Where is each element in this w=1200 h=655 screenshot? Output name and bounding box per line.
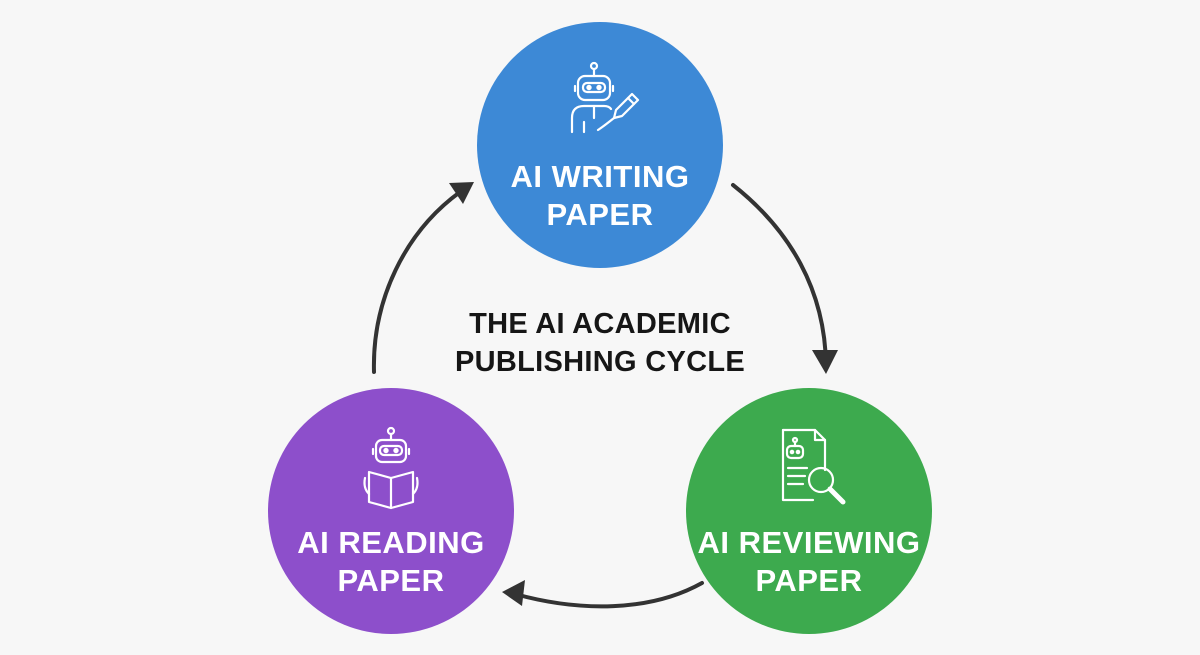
arrow-reading-to-writing [371,190,462,374]
diagram-title-line-2: PUBLISHING CYCLE [455,346,745,378]
robot-reading-icon [363,426,419,510]
node-label-line-1: AI REVIEWING [697,525,921,560]
arrowhead-reading-to-writing [449,182,474,204]
diagram-title-line-1: THE AI ACADEMIC [469,308,731,340]
arrowhead-writing-to-reviewing [812,350,838,374]
robot-writing-icon [570,61,640,134]
node-label-line-2: PAPER [755,563,863,598]
node-ai-writing-paper: AI WRITING PAPER [477,22,723,268]
node-label-line-1: AI WRITING [510,159,690,194]
node-ai-reading-paper: AI READING PAPER [268,388,514,634]
robot-reviewing-icon [781,428,846,505]
node-ai-reviewing-paper: AI REVIEWING PAPER [686,388,932,634]
node-label-line-2: PAPER [337,563,445,598]
node-label-line-1: AI READING [297,525,485,560]
arrow-writing-to-reviewing [731,183,828,367]
diagram-title: THE AI ACADEMIC PUBLISHING CYCLE [430,305,770,381]
arrowhead-reviewing-to-reading [502,580,525,606]
arrow-reviewing-to-reading [513,581,704,609]
node-label-line-2: PAPER [546,197,654,232]
